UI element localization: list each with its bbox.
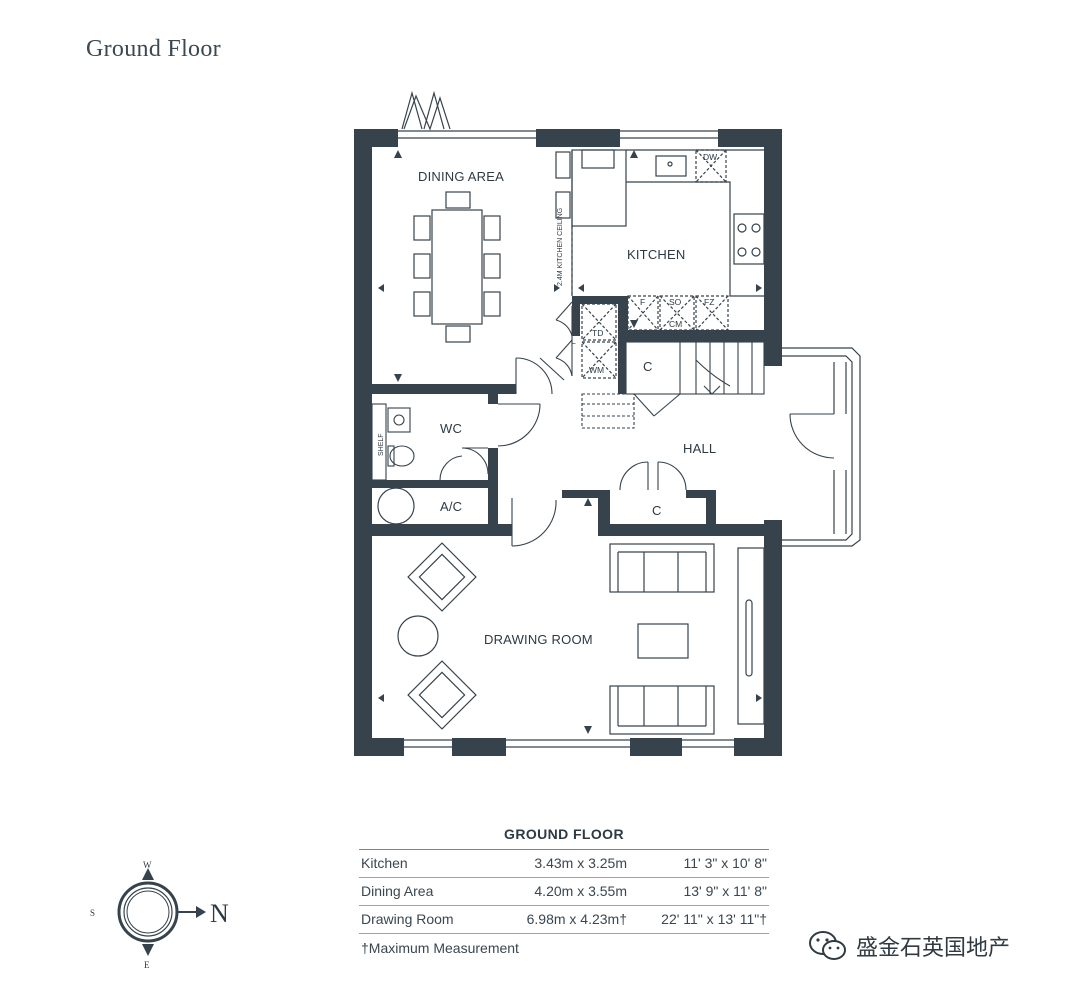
- label-cupboard-hall: C: [652, 503, 662, 518]
- row-metric: 4.20m x 3.55m: [534, 883, 627, 899]
- dining-table: [413, 191, 501, 343]
- row-room: Dining Area: [361, 883, 434, 899]
- watermark-text: 盛金石英国地产: [856, 936, 1011, 961]
- label-wc: WC: [440, 421, 462, 436]
- compass-east: E: [144, 960, 150, 970]
- label-tumble-dryer: TD: [592, 328, 603, 338]
- table-row: Drawing Room 6.98m x 4.23m† 22' 11" x 13…: [359, 906, 769, 934]
- row-imperial: 22' 11" x 13' 11"†: [661, 911, 767, 927]
- label-fridge: F: [640, 297, 645, 307]
- table-row: Kitchen 3.43m x 3.25m 11' 3" x 10' 8": [359, 850, 769, 878]
- label-l: L: [571, 336, 576, 346]
- label-ac: A/C: [440, 499, 462, 514]
- label-ceiling-note: 2.4M KITCHEN CEILING: [557, 208, 564, 286]
- outer-walls: [354, 129, 782, 756]
- label-kitchen: KITCHEN: [627, 247, 685, 262]
- utility-appliances: [581, 303, 617, 379]
- label-shelf: SHELF: [378, 433, 385, 456]
- staircase: [581, 341, 765, 429]
- measurement-markers: [378, 150, 762, 734]
- label-dishwasher: DW: [703, 152, 717, 162]
- compass-south: S: [90, 908, 95, 918]
- label-cupboard-stairs: C: [643, 359, 653, 374]
- table-row: Dining Area 4.20m x 3.55m 13' 9" x 11' 8…: [359, 878, 769, 906]
- row-metric: 6.98m x 4.23m†: [526, 911, 627, 927]
- table-footnote: †Maximum Measurement: [361, 940, 519, 956]
- label-washing-machine: WM: [589, 365, 604, 375]
- compass: W S E N: [90, 860, 229, 970]
- compass-north: N: [210, 899, 229, 928]
- kitchen-units: [555, 149, 765, 331]
- watermark: 盛金石英国地产: [808, 926, 1010, 966]
- label-freezer: FZ: [704, 297, 714, 307]
- drawing-room-furniture: [397, 542, 765, 735]
- page-heading: Ground Floor: [86, 36, 221, 62]
- bay-window: [782, 347, 861, 547]
- label-hall: HALL: [683, 441, 716, 456]
- label-drawing-room: DRAWING ROOM: [484, 632, 593, 647]
- compass-west: W: [143, 860, 152, 870]
- row-imperial: 13' 9" x 11' 8": [683, 883, 767, 899]
- utility-doors: [555, 301, 573, 377]
- interior-walls: [372, 296, 782, 536]
- doors: [439, 357, 835, 547]
- label-coffee-machine: CM: [669, 319, 682, 329]
- dimensions-table: GROUND FLOOR Kitchen 3.43m x 3.25m 11' 3…: [359, 826, 769, 956]
- ac-cylinder: [377, 487, 415, 525]
- wc-fixtures: [371, 403, 415, 481]
- row-room: Kitchen: [361, 855, 408, 871]
- row-metric: 3.43m x 3.25m: [534, 855, 627, 871]
- label-single-oven: SO: [669, 297, 682, 307]
- bifold-doors: [401, 90, 451, 131]
- label-dining-area: DINING AREA: [418, 169, 504, 184]
- row-room: Drawing Room: [361, 911, 454, 927]
- windows: [398, 130, 734, 748]
- row-imperial: 11' 3" x 10' 8": [683, 855, 767, 871]
- table-title: GROUND FLOOR: [359, 826, 769, 850]
- wechat-icon: [809, 931, 846, 960]
